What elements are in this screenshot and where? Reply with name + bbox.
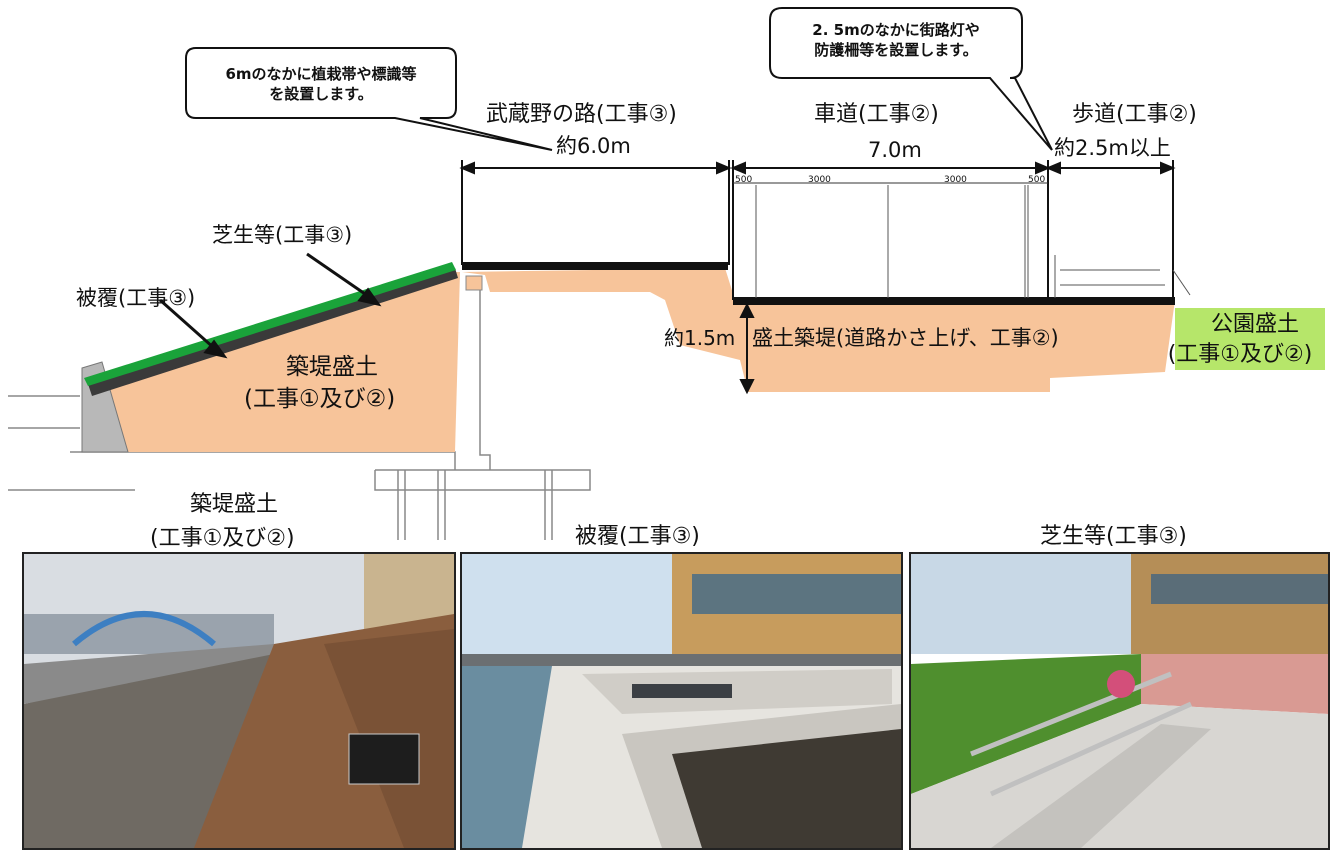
dim-500-right: 500 <box>1028 175 1046 185</box>
road-title: 車道(工事②) <box>814 102 939 127</box>
road-fill <box>462 268 1175 392</box>
sidewalk-title: 歩道(工事②) <box>1072 102 1197 127</box>
dim-3000-right: 3000 <box>944 175 967 185</box>
right-callout-text: 2. 5mのなかに街路灯や 防護柵等を設置します。 <box>774 20 1018 60</box>
left-callout-text: 6mのなかに植栽帯や標識等 を設置します。 <box>190 64 452 104</box>
left-callout-line2: を設置します。 <box>269 85 373 103</box>
embankment-fill <box>92 272 460 452</box>
photo1-caption-line1: 築堤盛土 <box>190 492 279 517</box>
park-label-line2: (工事①及び②) <box>1167 342 1313 367</box>
right-callout-line2: 防護柵等を設置します。 <box>814 41 978 59</box>
photo-lawn <box>909 552 1330 850</box>
right-callout-line1: 2. 5mのなかに街路灯や <box>812 21 980 39</box>
cross-section-diagram <box>8 7 1191 540</box>
photo-embankment <box>22 552 456 850</box>
right-callout-bubble <box>769 7 1053 151</box>
left-callout-bubble <box>185 47 553 151</box>
cover-label: 被覆(工事③) <box>76 286 196 310</box>
embankment-label-line1: 築堤盛土 <box>286 354 378 380</box>
path-title: 武蔵野の路(工事③) <box>486 102 677 127</box>
path-width: 約6.0m <box>556 134 631 158</box>
photo2-caption: 被覆(工事③) <box>575 524 700 549</box>
park-highlight <box>1175 308 1325 370</box>
photo-cover <box>460 552 903 850</box>
road-width: 7.0m <box>868 138 922 162</box>
road-fill-label: 盛土築堤(道路かさ上げ、工事②) <box>752 326 1059 350</box>
height-label: 約1.5m <box>664 326 736 350</box>
sidewalk-width: 約2.5m以上 <box>1054 136 1171 160</box>
photo3-caption: 芝生等(工事③) <box>1040 524 1187 549</box>
dim-500-left: 500 <box>735 175 753 185</box>
lawn-label: 芝生等(工事③) <box>212 223 353 247</box>
park-label-line1: 公園盛土 <box>1210 312 1299 337</box>
photo1-caption-line2: (工事①及び②) <box>150 526 295 551</box>
left-callout-line1: 6mのなかに植栽帯や標識等 <box>225 65 417 83</box>
embankment-label-line2: (工事①及び②) <box>244 386 396 412</box>
dim-3000-left: 3000 <box>808 175 831 185</box>
